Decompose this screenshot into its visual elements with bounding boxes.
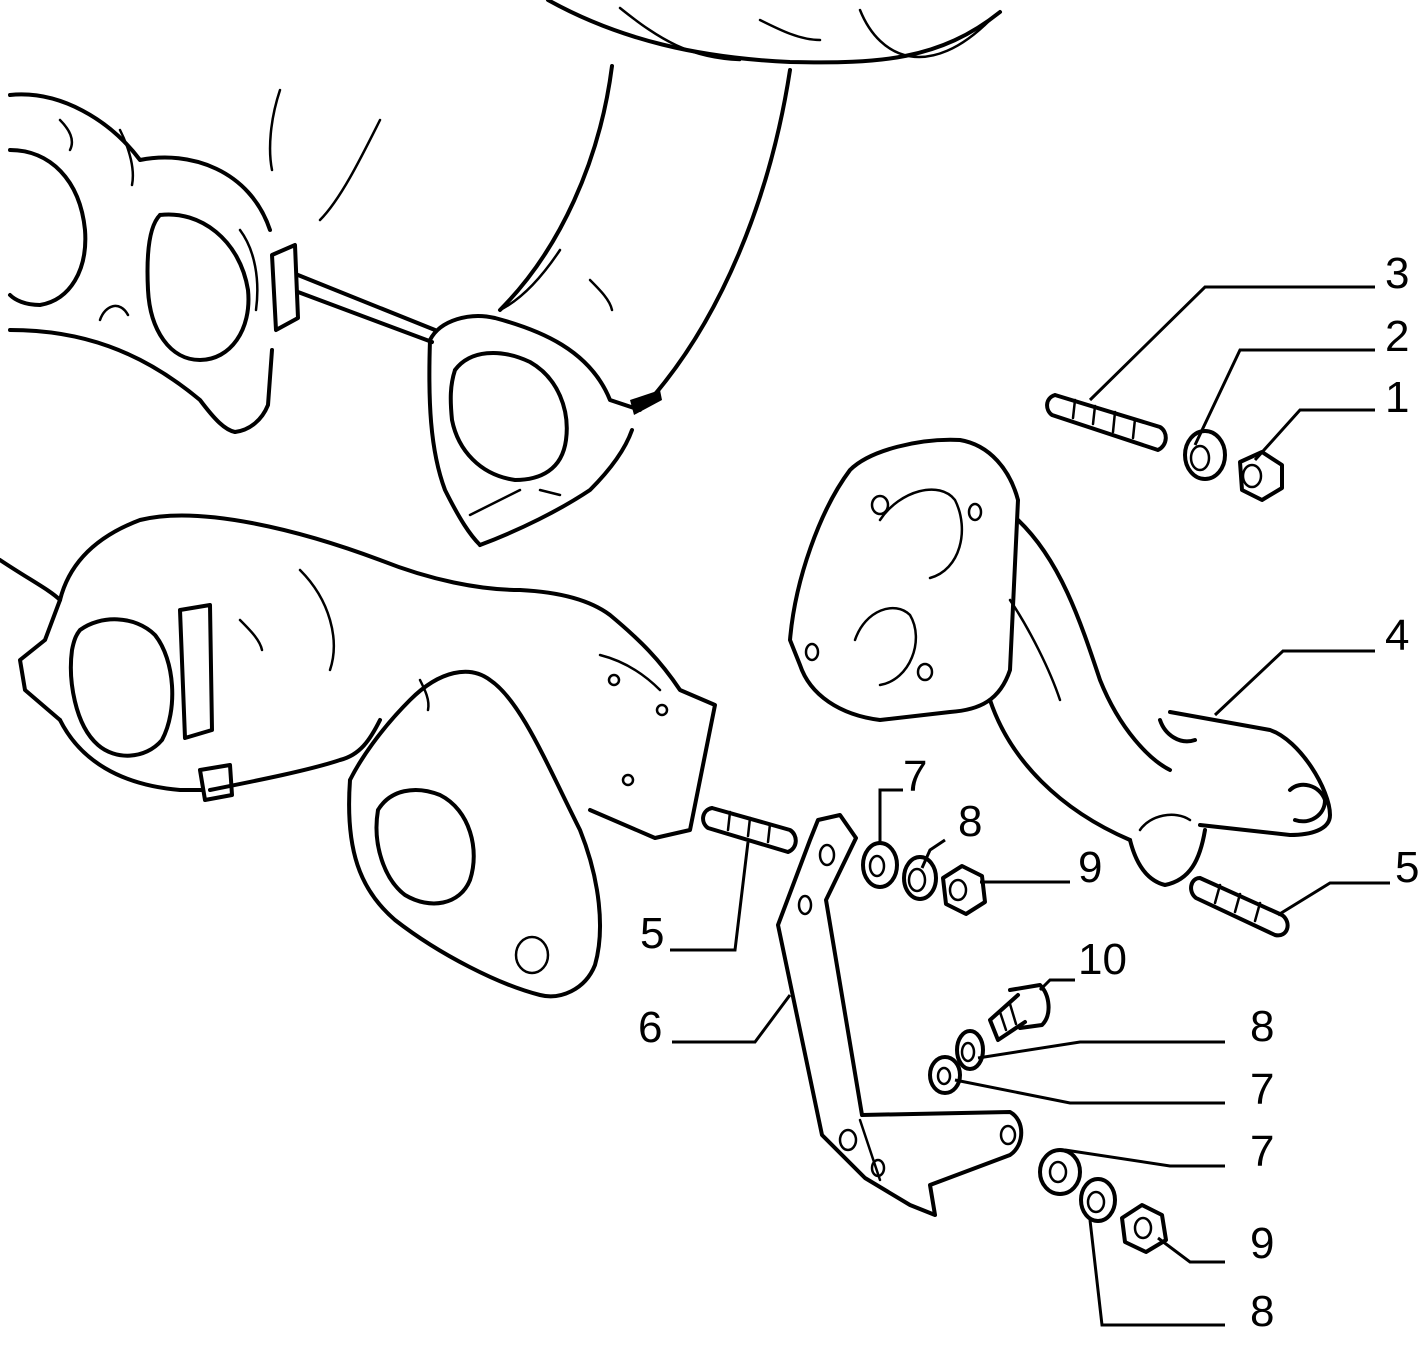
callout-8-lower: 8 bbox=[1250, 1287, 1275, 1336]
part-3-stud bbox=[1045, 393, 1168, 452]
callout-7-upper: 7 bbox=[903, 752, 928, 801]
leader-lines bbox=[670, 285, 1390, 1327]
part-5-stud-left bbox=[701, 806, 798, 854]
callout-7-lower: 7 bbox=[1250, 1127, 1275, 1176]
part-7-washer-upper bbox=[861, 841, 899, 889]
part-8-lockwasher-upper bbox=[902, 855, 938, 901]
callout-8-middle: 8 bbox=[1250, 1002, 1275, 1051]
callout-9-lower: 9 bbox=[1250, 1219, 1275, 1268]
callout-8-upper: 8 bbox=[958, 797, 983, 846]
outlet-flange bbox=[347, 669, 602, 999]
callout-6: 6 bbox=[638, 1003, 663, 1052]
engine-manifold-background bbox=[268, 0, 1002, 402]
callout-10: 10 bbox=[1078, 935, 1127, 984]
part-5-stud-right bbox=[1189, 876, 1290, 938]
part-8-lockwasher-lower bbox=[1079, 1177, 1117, 1223]
part-7-washer-middle bbox=[928, 1055, 962, 1095]
callout-9-upper: 9 bbox=[1078, 843, 1103, 892]
callout-4: 4 bbox=[1385, 611, 1410, 660]
part-2-washer bbox=[1183, 429, 1227, 481]
lower-exhaust-manifold bbox=[0, 513, 717, 840]
part-4-downpipe bbox=[788, 437, 1332, 887]
callout-5-left: 5 bbox=[640, 909, 665, 958]
part-6-bracket bbox=[776, 813, 1024, 1217]
part-7-washer-lower bbox=[1038, 1148, 1082, 1196]
part-8-lockwasher-middle bbox=[955, 1029, 985, 1071]
part-1-nut bbox=[1238, 450, 1284, 502]
callout-1: 1 bbox=[1385, 373, 1410, 422]
callout-7-middle: 7 bbox=[1250, 1065, 1275, 1114]
upper-exhaust-manifold bbox=[8, 92, 437, 434]
callout-3: 3 bbox=[1385, 249, 1410, 298]
center-exhaust-port bbox=[427, 314, 662, 547]
part-9-nut-upper bbox=[941, 864, 987, 916]
part-10-bolt bbox=[988, 983, 1051, 1042]
callout-5-right: 5 bbox=[1395, 843, 1420, 892]
part-9-nut-lower bbox=[1120, 1203, 1168, 1254]
callout-2: 2 bbox=[1385, 312, 1410, 361]
